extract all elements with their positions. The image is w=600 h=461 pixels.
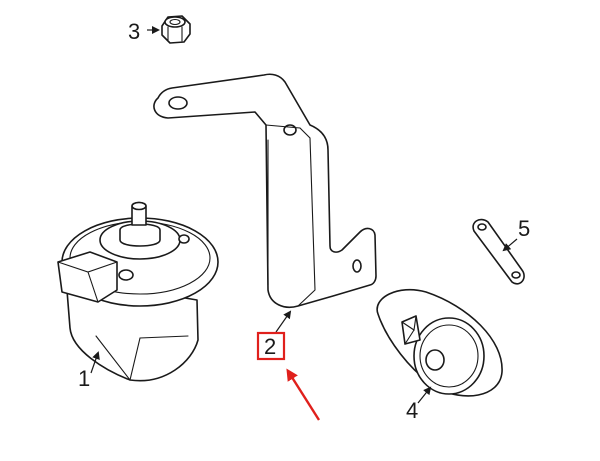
highlight-box — [256, 331, 286, 361]
callout-5: 5 — [518, 216, 530, 241]
callout-2: 2 — [264, 334, 276, 359]
leader-5 — [502, 238, 518, 252]
leader-1 — [90, 351, 100, 374]
highlight-arrow — [286, 368, 321, 421]
leader-4 — [417, 386, 432, 404]
small-bracket-part — [472, 218, 525, 285]
nut-part — [161, 15, 191, 44]
callout-1: 1 — [78, 366, 90, 391]
bracket-part — [153, 73, 377, 308]
leader-2 — [275, 310, 292, 333]
callout-3: 3 — [128, 19, 140, 44]
callout-4: 4 — [406, 398, 418, 423]
horn-small-part — [376, 288, 503, 397]
horn-large-part — [57, 201, 219, 382]
